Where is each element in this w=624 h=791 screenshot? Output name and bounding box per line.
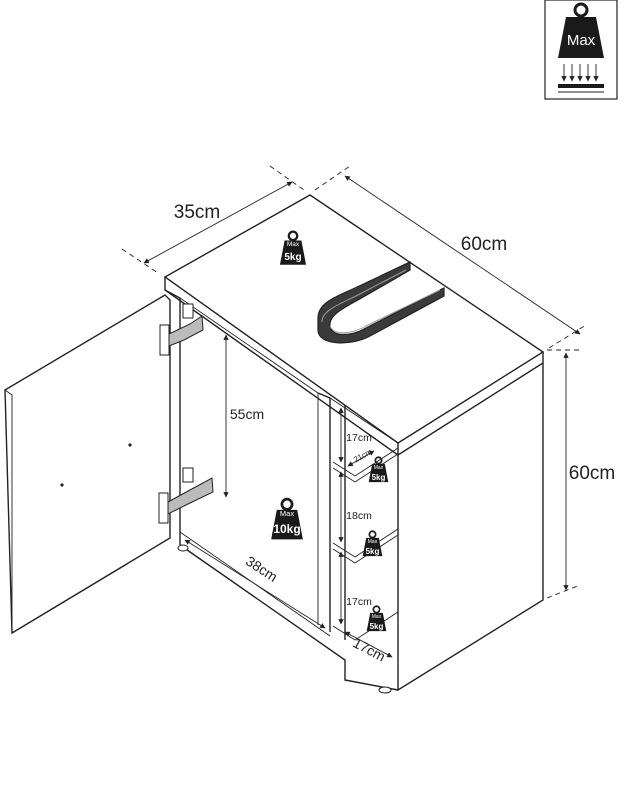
load-limit-floor: Max 10kg bbox=[270, 497, 304, 541]
load-floor-max-label: Max bbox=[280, 509, 294, 518]
cabinet-door bbox=[4, 294, 171, 635]
dimension-height: 60cm bbox=[546, 349, 615, 599]
load-floor-value: 10kg bbox=[273, 522, 300, 536]
legend-max-label: Max bbox=[567, 32, 596, 49]
load-limit-shelf-2: Max 5kg bbox=[362, 530, 383, 557]
down-arrows-icon bbox=[558, 64, 604, 93]
load-shelf-3-max-label: Max bbox=[372, 614, 382, 620]
shelf-gap-3-label: 17cm bbox=[346, 596, 372, 608]
dimension-height-label: 60cm bbox=[569, 463, 615, 484]
weight-icon bbox=[558, 2, 604, 58]
dimension-inner-height: 55cm bbox=[223, 334, 264, 498]
load-shelf-1-max-label: Max bbox=[374, 465, 384, 471]
shelf-gap-2-label: 18cm bbox=[346, 510, 372, 522]
max-load-legend: Max bbox=[544, 0, 618, 100]
load-shelf-2-value: 5kg bbox=[366, 547, 380, 556]
dimension-depth: 35cm bbox=[121, 165, 305, 274]
load-top-max-label: Max bbox=[287, 241, 300, 248]
hinge-icon bbox=[159, 303, 204, 356]
cabinet-body bbox=[163, 194, 545, 694]
shelf-width-label: 17cm bbox=[350, 634, 388, 664]
load-shelf-3-value: 5kg bbox=[370, 622, 384, 631]
hinge-icon bbox=[158, 467, 214, 524]
dimension-inner-depth: 38cm bbox=[184, 539, 326, 629]
load-limit-shelf-3: Max 5kg bbox=[366, 605, 387, 632]
door-knob-hole-icon bbox=[60, 483, 64, 487]
dimension-depth-label: 35cm bbox=[174, 202, 220, 223]
shelf-gap-1-label: 17cm bbox=[346, 432, 372, 444]
dimension-width-label: 60cm bbox=[461, 234, 507, 255]
dimension-inner-height-label: 55cm bbox=[230, 406, 264, 422]
load-limit-shelf-1: Max 5kg bbox=[368, 456, 389, 483]
load-top-value: 5kg bbox=[284, 252, 301, 263]
load-limit-top: Max 5kg bbox=[279, 230, 307, 266]
sink-cutout bbox=[317, 261, 445, 344]
load-shelf-1-value: 5kg bbox=[372, 473, 386, 482]
door-knob-hole-icon bbox=[128, 443, 132, 447]
shelf-depth-label: 21cm bbox=[352, 447, 374, 464]
dimension-width: 60cm bbox=[314, 165, 587, 349]
load-shelf-2-max-label: Max bbox=[368, 539, 378, 545]
